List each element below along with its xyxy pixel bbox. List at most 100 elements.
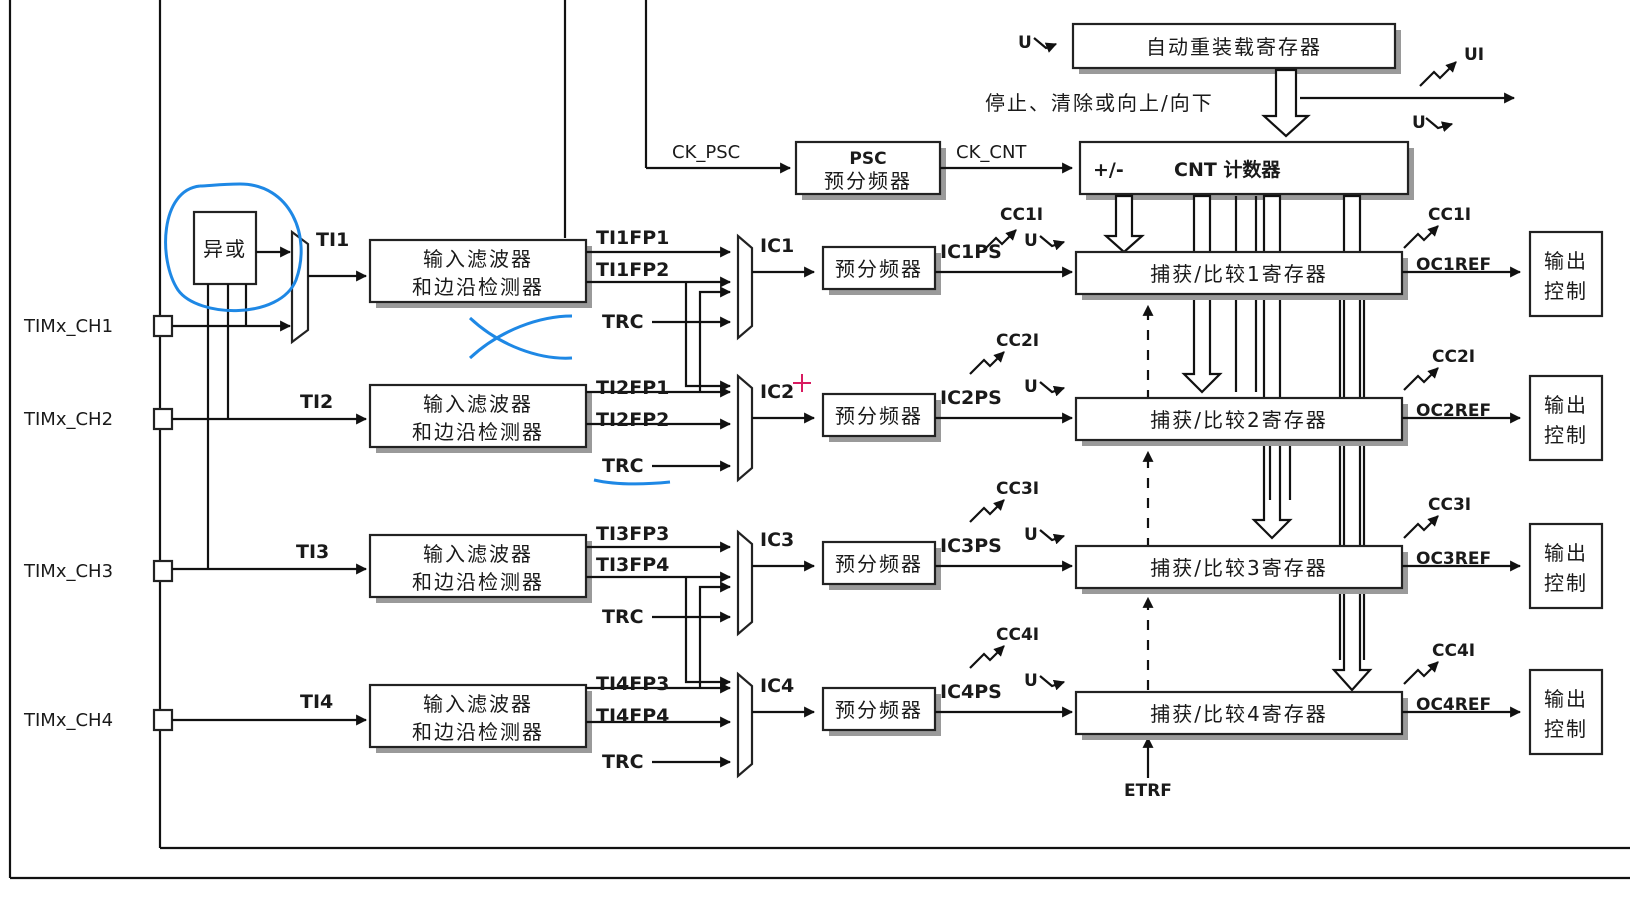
cc4i-right: CC4I [1432,641,1475,661]
filter-3-line2: 和边沿检测器 [412,570,544,594]
ic1-label: IC1 [760,235,794,257]
ic2ps-label: IC2PS [940,387,1002,409]
reload-to-cnt-arrow [1261,68,1311,138]
fp-ti3fp4: TI3FP4 [596,554,669,576]
trc-3: TRC [602,606,644,628]
prescaler-2 [821,392,937,438]
fp-ti2fp1: TI2FP1 [596,377,669,399]
ic3-mux [736,529,754,637]
channel-label-2: TIMx_CH2 [23,409,113,430]
filter-1-line2: 和边沿检测器 [412,275,544,299]
fp-ti2fp2: TI2FP2 [596,409,669,431]
ic3-label: IC3 [760,529,794,551]
filter-1-line1: 输入滤波器 [423,247,533,271]
oc4ref-label: OC4REF [1416,695,1491,715]
ic4-mux [736,671,754,779]
cc4i-left: CC4I [996,625,1039,645]
u-label-4: U [1024,671,1038,691]
ck-cnt-label: CK_CNT [956,142,1027,163]
trc-1: TRC [602,311,644,333]
output-control-1-line2: 控制 [1544,279,1588,303]
ic4ps-label: IC4PS [940,681,1002,703]
fp-signals: TI1FP1 TI1FP2 TRC TI2FP1 TI2FP2 TRC TI3F… [586,227,732,773]
prescaler-4-label: 预分频器 [835,698,923,722]
pin-ch1 [152,314,174,338]
cc3i-right: CC3I [1428,495,1471,515]
u-label-reload: U [1018,33,1032,53]
u-label-3: U [1024,525,1038,545]
cc1i-left: CC1I [1000,205,1043,225]
ic4-label: IC4 [760,675,794,697]
fp-ti1fp2: TI1FP2 [596,259,669,281]
trc-2: TRC [602,455,644,477]
cnt-pm-label: +/- [1093,159,1124,181]
prescaler-3 [821,540,937,586]
auto-reload-register [1071,22,1397,70]
psc-sub-label: 预分频器 [824,169,912,193]
capture-register-3 [1074,544,1404,590]
pin-ch2 [152,407,174,431]
u-label-1: U [1024,231,1038,251]
pin-ch3 [152,559,174,583]
output-control-3-line1: 输出 [1544,541,1588,565]
input-channels: TIMx_CH1 TIMx_CH2 TIMx_CH3 TIMx_CH4 异或 T… [23,210,368,732]
filter-2-line2: 和边沿检测器 [412,420,544,444]
filter-4-line1: 输入滤波器 [423,692,533,716]
annotations [164,182,811,486]
filter-4 [368,683,588,749]
counter-section: U 自动重装载寄存器 停止、清除或向上/向下 UI U CK_PSC PSC 预… [644,0,1516,200]
capture-register-2-label: 捕获/比较2寄存器 [1150,408,1327,432]
filter-3 [368,533,588,599]
ti3-label: TI3 [296,541,329,563]
trc-4: TRC [602,751,644,773]
annotation-x-mark [468,314,573,360]
fp-ti3fp3: TI3FP3 [596,523,669,545]
capture-register-1 [1074,250,1404,296]
channel-label-1: TIMx_CH1 [23,316,113,337]
filters: 输入滤波器 和边沿检测器 输入滤波器 和边沿检测器 输入滤波器 和边沿检测器 输… [368,238,592,753]
output-control-4 [1528,668,1604,756]
output-control-4-line1: 输出 [1544,687,1588,711]
output-control-1 [1528,230,1604,318]
xor-label: 异或 [203,237,247,261]
capture-register-4-label: 捕获/比较4寄存器 [1150,702,1327,726]
capture-register-3-label: 捕获/比较3寄存器 [1150,556,1327,580]
ti2-label: TI2 [300,391,333,413]
oc3ref-label: OC3REF [1416,549,1491,569]
output-control-3 [1528,522,1604,610]
cnt-counter [1078,140,1410,196]
ic3ps-label: IC3PS [940,535,1002,557]
output-control-4-line2: 控制 [1544,717,1588,741]
output-control-2 [1528,374,1604,462]
fp-ti4fp3: TI4FP3 [596,673,669,695]
ic2-mux [736,373,754,483]
prescaler-2-label: 预分频器 [835,404,923,428]
ic1ps-label: IC1PS [940,241,1002,263]
capture-register-1-label: 捕获/比较1寄存器 [1150,262,1327,286]
ti1-label: TI1 [316,229,349,251]
annotation-underline [593,478,671,486]
auto-reload-label: 自动重装载寄存器 [1146,35,1322,59]
output-control-3-line2: 控制 [1544,571,1588,595]
fp-ti1fp1: TI1FP1 [596,227,669,249]
u-label-top: U [1412,113,1426,133]
prescaler-1 [821,245,937,291]
stop-text: 停止、清除或向上/向下 [985,91,1214,115]
ck-psc-label: CK_PSC [672,142,740,163]
cc2i-right: CC2I [1432,347,1475,367]
cnt-label: CNT 计数器 [1174,158,1281,181]
capture-rows: IC1 IC2 IC3 IC4 预分频器 预分频器 预分频器 预分频器 IC1P… [736,205,1604,779]
ic2-label: IC2 [760,381,794,403]
prescaler-1-label: 预分频器 [835,257,923,281]
output-control-2-line2: 控制 [1544,423,1588,447]
cc3i-left: CC3I [996,479,1039,499]
prescaler-3-label: 预分频器 [835,552,923,576]
prescaler-4 [821,686,937,732]
filter-2 [368,383,588,449]
filter-3-line1: 输入滤波器 [423,542,533,566]
psc-label: PSC [849,149,886,169]
etrf-label: ETRF [1124,781,1172,801]
ti1-input-mux [290,229,310,345]
channel-label-4: TIMx_CH4 [23,710,113,731]
